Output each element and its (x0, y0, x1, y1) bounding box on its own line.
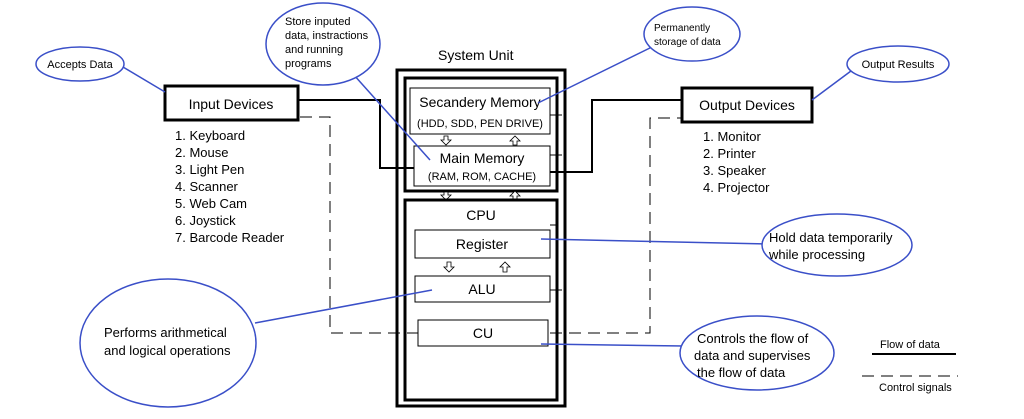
list-item: 4. Scanner (175, 179, 239, 194)
callout-permanent-storage: Permanently storage of data (643, 6, 741, 62)
legend: Flow of data Control signals (862, 339, 958, 394)
callout-text: Controls the flow of (697, 331, 809, 346)
callout-output-results: Output Results (846, 45, 950, 83)
callout-text: data, instractions (285, 30, 369, 42)
callout-text: Output Results (862, 59, 935, 71)
system-unit-box (395, 68, 567, 408)
callout-ellipse (643, 6, 741, 62)
main-memory-box (413, 145, 551, 187)
callout-lines (122, 44, 856, 347)
list-item: 2. Printer (703, 146, 756, 161)
list-item: 7. Barcode Reader (175, 230, 285, 245)
list-item: 5. Web Cam (175, 196, 247, 211)
secondary-memory-sub: (HDD, SDD, PEN DRIVE) (417, 118, 543, 130)
list-item: 1. Keyboard (175, 128, 245, 143)
callout-ellipse (79, 278, 257, 408)
cpu-title: CPU (466, 207, 496, 223)
register-label: Register (456, 236, 508, 252)
output-devices-box (680, 86, 814, 124)
list-item: 2. Mouse (175, 145, 228, 160)
secondary-memory-box (409, 87, 551, 135)
callout-store-data: Store inputed data, instractions and run… (265, 2, 381, 86)
callout-text: Accepts Data (47, 59, 113, 71)
cu-label: CU (473, 325, 493, 341)
list-item: 1. Monitor (703, 129, 761, 144)
callout-text: Performs arithmetical (104, 325, 227, 340)
list-item: 4. Projector (703, 180, 770, 195)
callout-text: storage of data (654, 37, 721, 48)
alu-box (414, 275, 551, 303)
callout-text: programs (285, 58, 332, 70)
input-devices-box (163, 84, 300, 122)
register-box (414, 229, 551, 259)
callout-text: Store inputed (285, 16, 350, 28)
input-devices-list: 1. Keyboard 2. Mouse 3. Light Pen 4. Sca… (175, 128, 285, 245)
legend-control-label: Control signals (879, 382, 952, 394)
cpu-box (403, 198, 559, 402)
memory-arrows (440, 135, 521, 201)
callout-text: Hold data temporarily (769, 230, 893, 245)
memory-group-box (403, 76, 559, 193)
callout-performs-operations: Performs arithmetical and logical operat… (79, 278, 257, 408)
main-memory-sub: (RAM, ROM, CACHE) (428, 171, 536, 183)
secondary-memory-title: Secandery Memory (419, 94, 540, 110)
input-devices-title: Input Devices (189, 96, 274, 112)
callout-text: the flow of data (697, 365, 786, 380)
cu-box (417, 319, 549, 347)
callout-controls-flow: Controls the flow of data and supervises… (679, 315, 835, 391)
list-item: 3. Speaker (703, 163, 767, 178)
callout-ellipse (265, 2, 381, 86)
callout-text: data and supervises (694, 348, 811, 363)
callout-text: while processing (768, 247, 865, 262)
output-devices-list: 1. Monitor 2. Printer 3. Speaker 4. Proj… (703, 129, 770, 195)
callout-ellipse (679, 315, 835, 391)
legend-flow-label: Flow of data (880, 339, 941, 351)
callout-text: and logical operations (104, 343, 231, 358)
callout-text: and running (285, 44, 343, 56)
callout-accepts-data: Accepts Data (35, 46, 125, 82)
list-item: 6. Joystick (175, 213, 236, 228)
alu-label: ALU (468, 281, 495, 297)
main-memory-title: Main Memory (440, 150, 525, 166)
list-item: 3. Light Pen (175, 162, 244, 177)
callout-text: Permanently (654, 23, 710, 34)
cpu-arrows (443, 261, 511, 273)
callout-hold-data: Hold data temporarily while processing (761, 213, 913, 277)
output-devices-title: Output Devices (699, 97, 795, 113)
callout-ellipse (761, 213, 913, 277)
callout-ellipse (35, 46, 125, 82)
callout-ellipse (846, 45, 950, 83)
system-unit-title: System Unit (438, 47, 514, 63)
